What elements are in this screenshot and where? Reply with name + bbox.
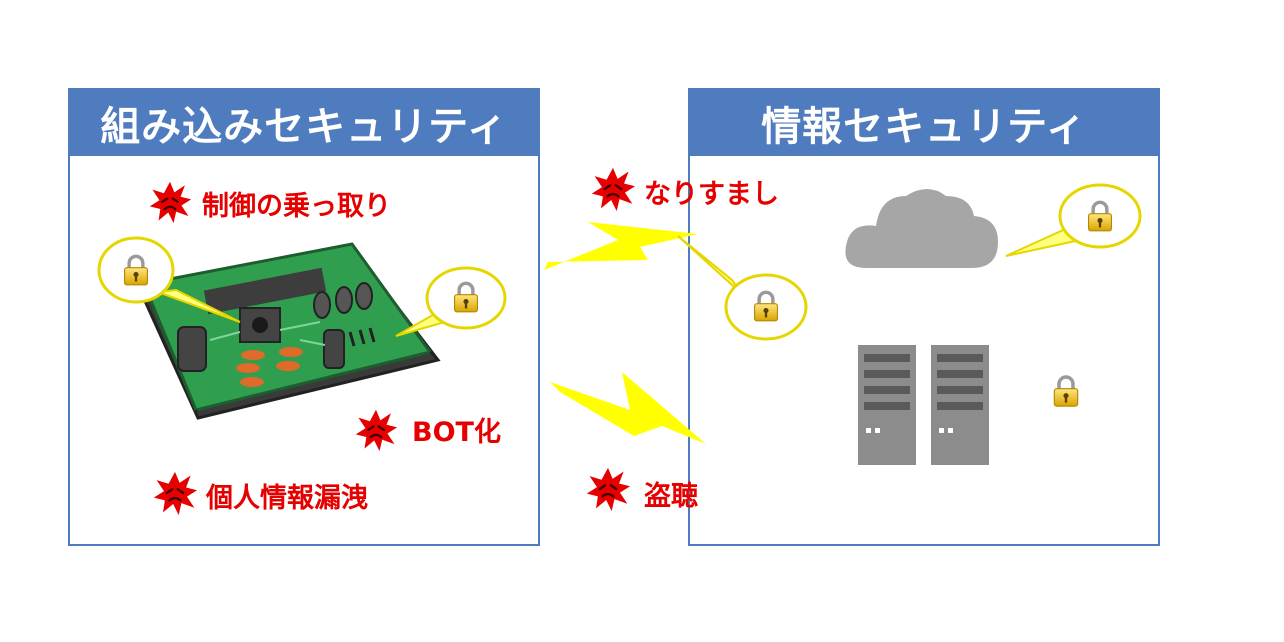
lock-callout-network (677, 235, 808, 341)
cloud-icon (845, 189, 998, 268)
explosion-icon (590, 166, 637, 212)
threat-eavesdrop: 盗聴 (638, 474, 698, 513)
threat-label: 制御の乗っ取り (202, 191, 391, 222)
server-icon (858, 345, 916, 465)
lock-callout-chip (97, 236, 241, 323)
threat-bot: BOT化 (406, 410, 501, 449)
lightning-icon-bottom (550, 372, 706, 444)
explosion-icon (148, 180, 193, 224)
threat-spoofing: なりすまし (638, 172, 779, 211)
threat-label: なりすまし (644, 179, 779, 210)
circuit-board-icon (137, 242, 441, 420)
information-security-panel: 情報セキュリティ (688, 88, 1160, 546)
threat-label: BOT化 (412, 417, 501, 448)
explosion-icon (354, 408, 399, 452)
lightning-icon-top (544, 222, 698, 270)
lock-callout-connector (395, 266, 507, 337)
threat-privacy-leak: 個人情報漏洩 (200, 476, 368, 515)
threat-label: 個人情報漏洩 (206, 483, 368, 514)
threat-label: 盗聴 (644, 481, 698, 512)
embedded-security-title: 組み込みセキュリティ (70, 90, 538, 156)
information-security-title: 情報セキュリティ (690, 90, 1158, 156)
explosion-icon (585, 466, 632, 512)
padlock-icon (1052, 375, 1080, 408)
lock-callout-cloud (1005, 183, 1142, 257)
server-icon (931, 345, 989, 465)
threat-control-hijack: 制御の乗っ取り (196, 184, 391, 223)
explosion-icon (152, 470, 199, 516)
